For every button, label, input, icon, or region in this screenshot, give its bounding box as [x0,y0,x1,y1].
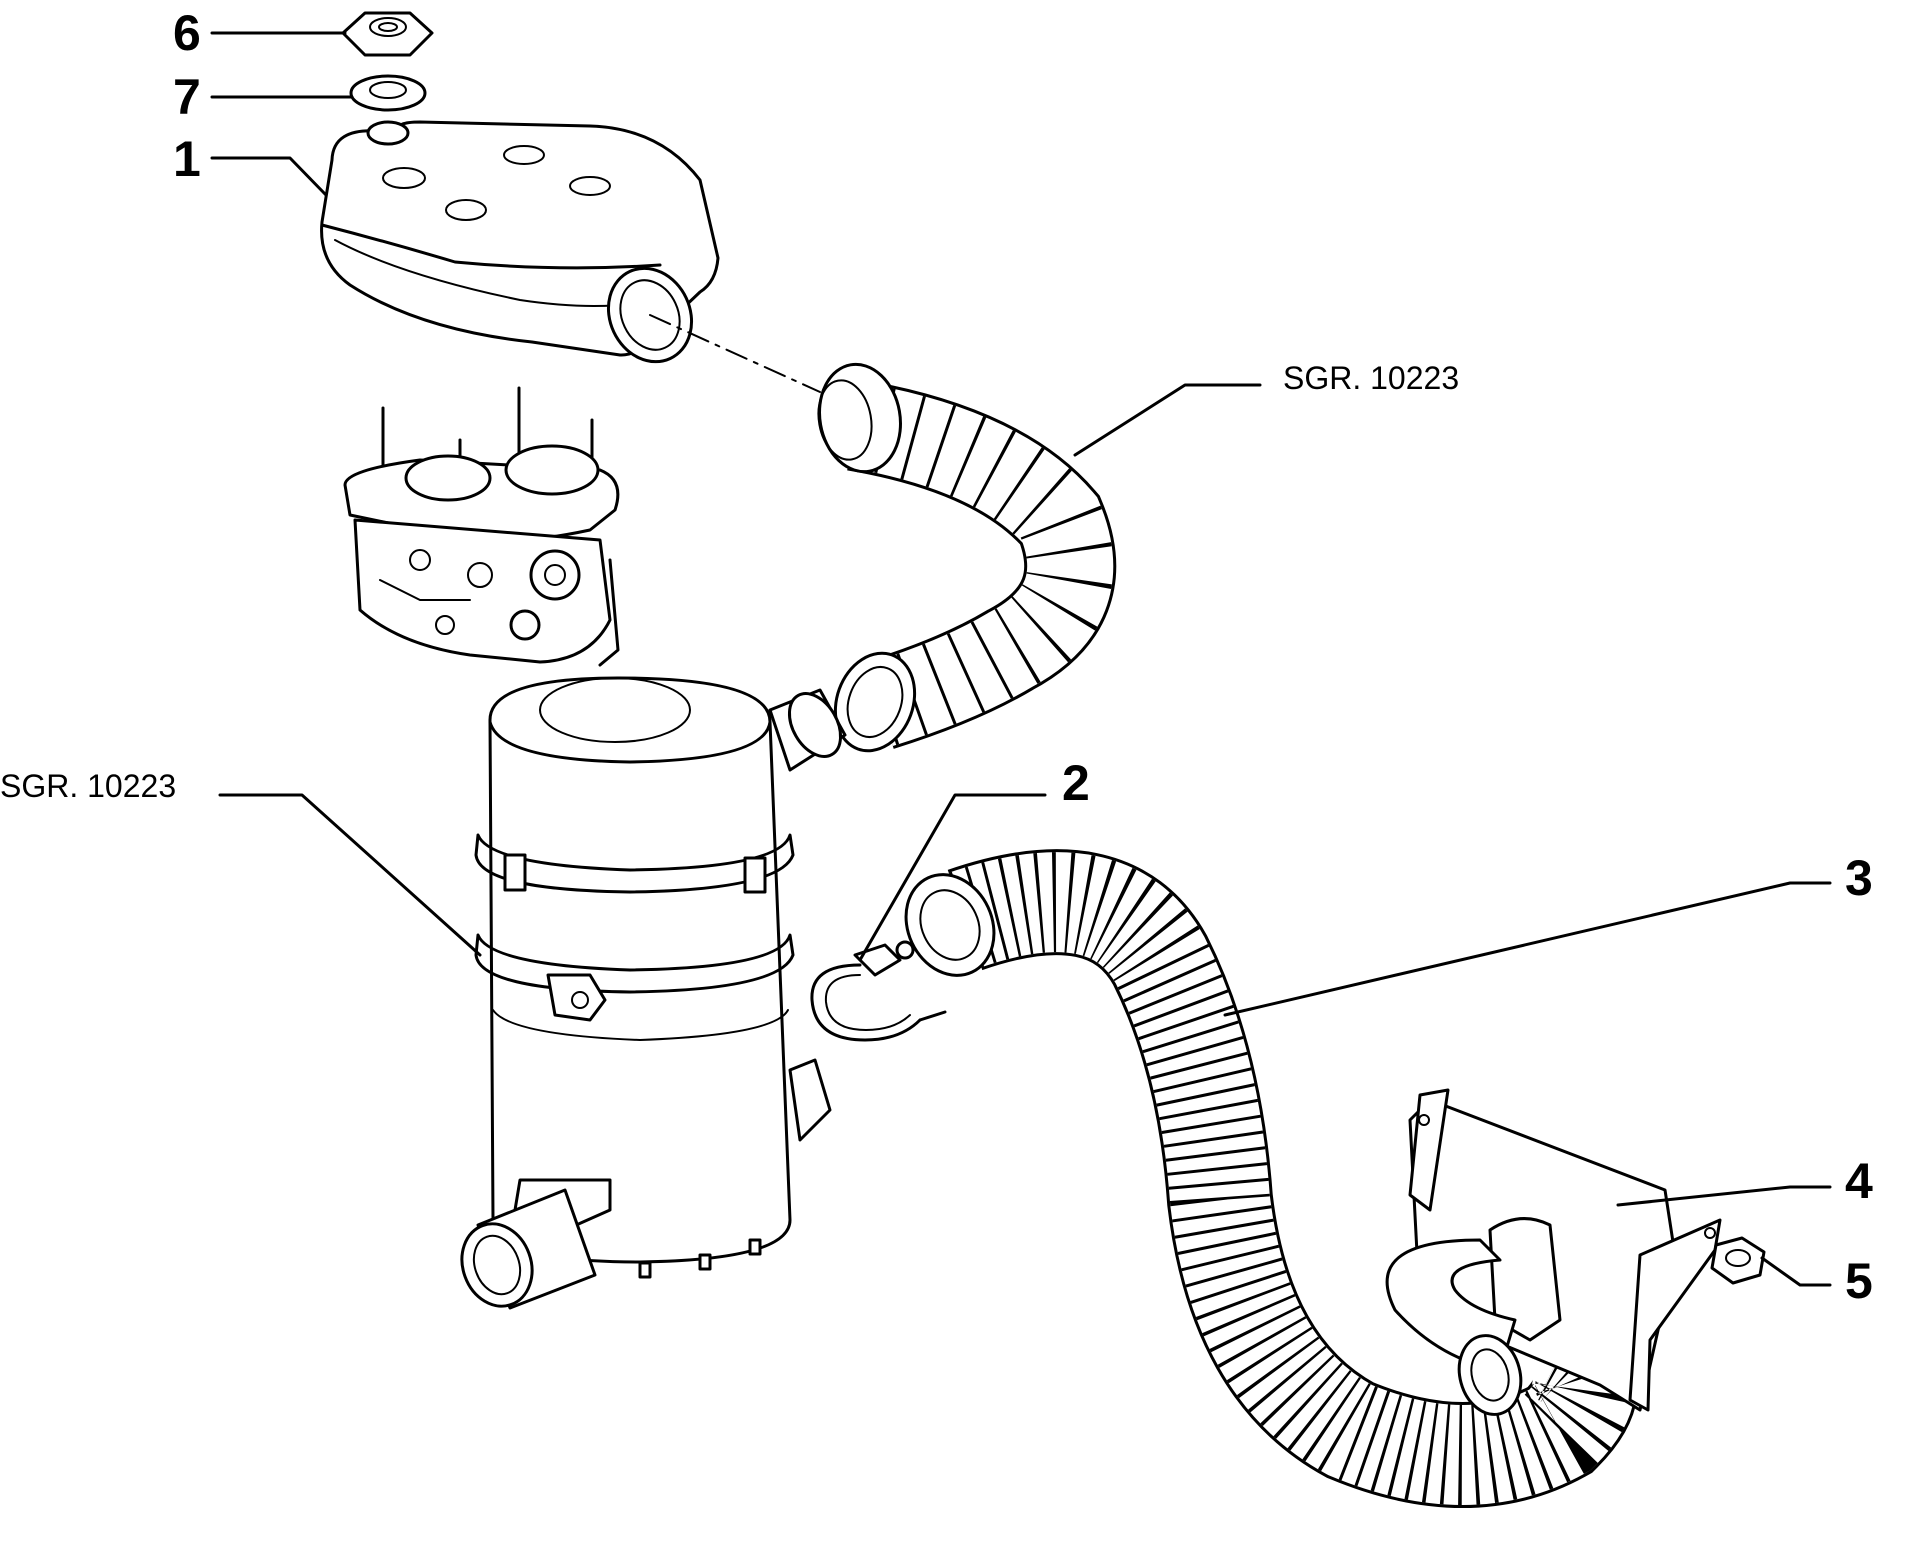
assembly-axis [649,314,821,393]
callout-ref-air-filter: SGR. 10223 [0,768,176,804]
part-1-intake-box [320,120,720,364]
part-2-hose-clamp [810,940,947,1042]
upper-intake-hose [817,362,1117,753]
callout-4: 4 [1845,1153,1873,1209]
part-7-washer [349,74,427,112]
part-3-corrugated-hose [904,849,1638,1508]
callout-6: 6 [173,5,201,61]
callout-2: 2 [1062,755,1090,811]
callout-5: 5 [1845,1253,1873,1309]
callout-3: 3 [1845,850,1873,906]
callout-1: 1 [173,131,201,187]
air-filter-housing [460,676,847,1310]
callout-7: 7 [173,69,201,125]
part-4-bracket [1385,1088,1722,1416]
leader-lines [210,31,1832,1287]
part-5-flange-nut [1710,1236,1766,1285]
callout-ref-upper-hose: SGR. 10223 [1283,360,1459,396]
part-6-hex-nut [341,11,434,57]
carburettor [343,386,620,667]
